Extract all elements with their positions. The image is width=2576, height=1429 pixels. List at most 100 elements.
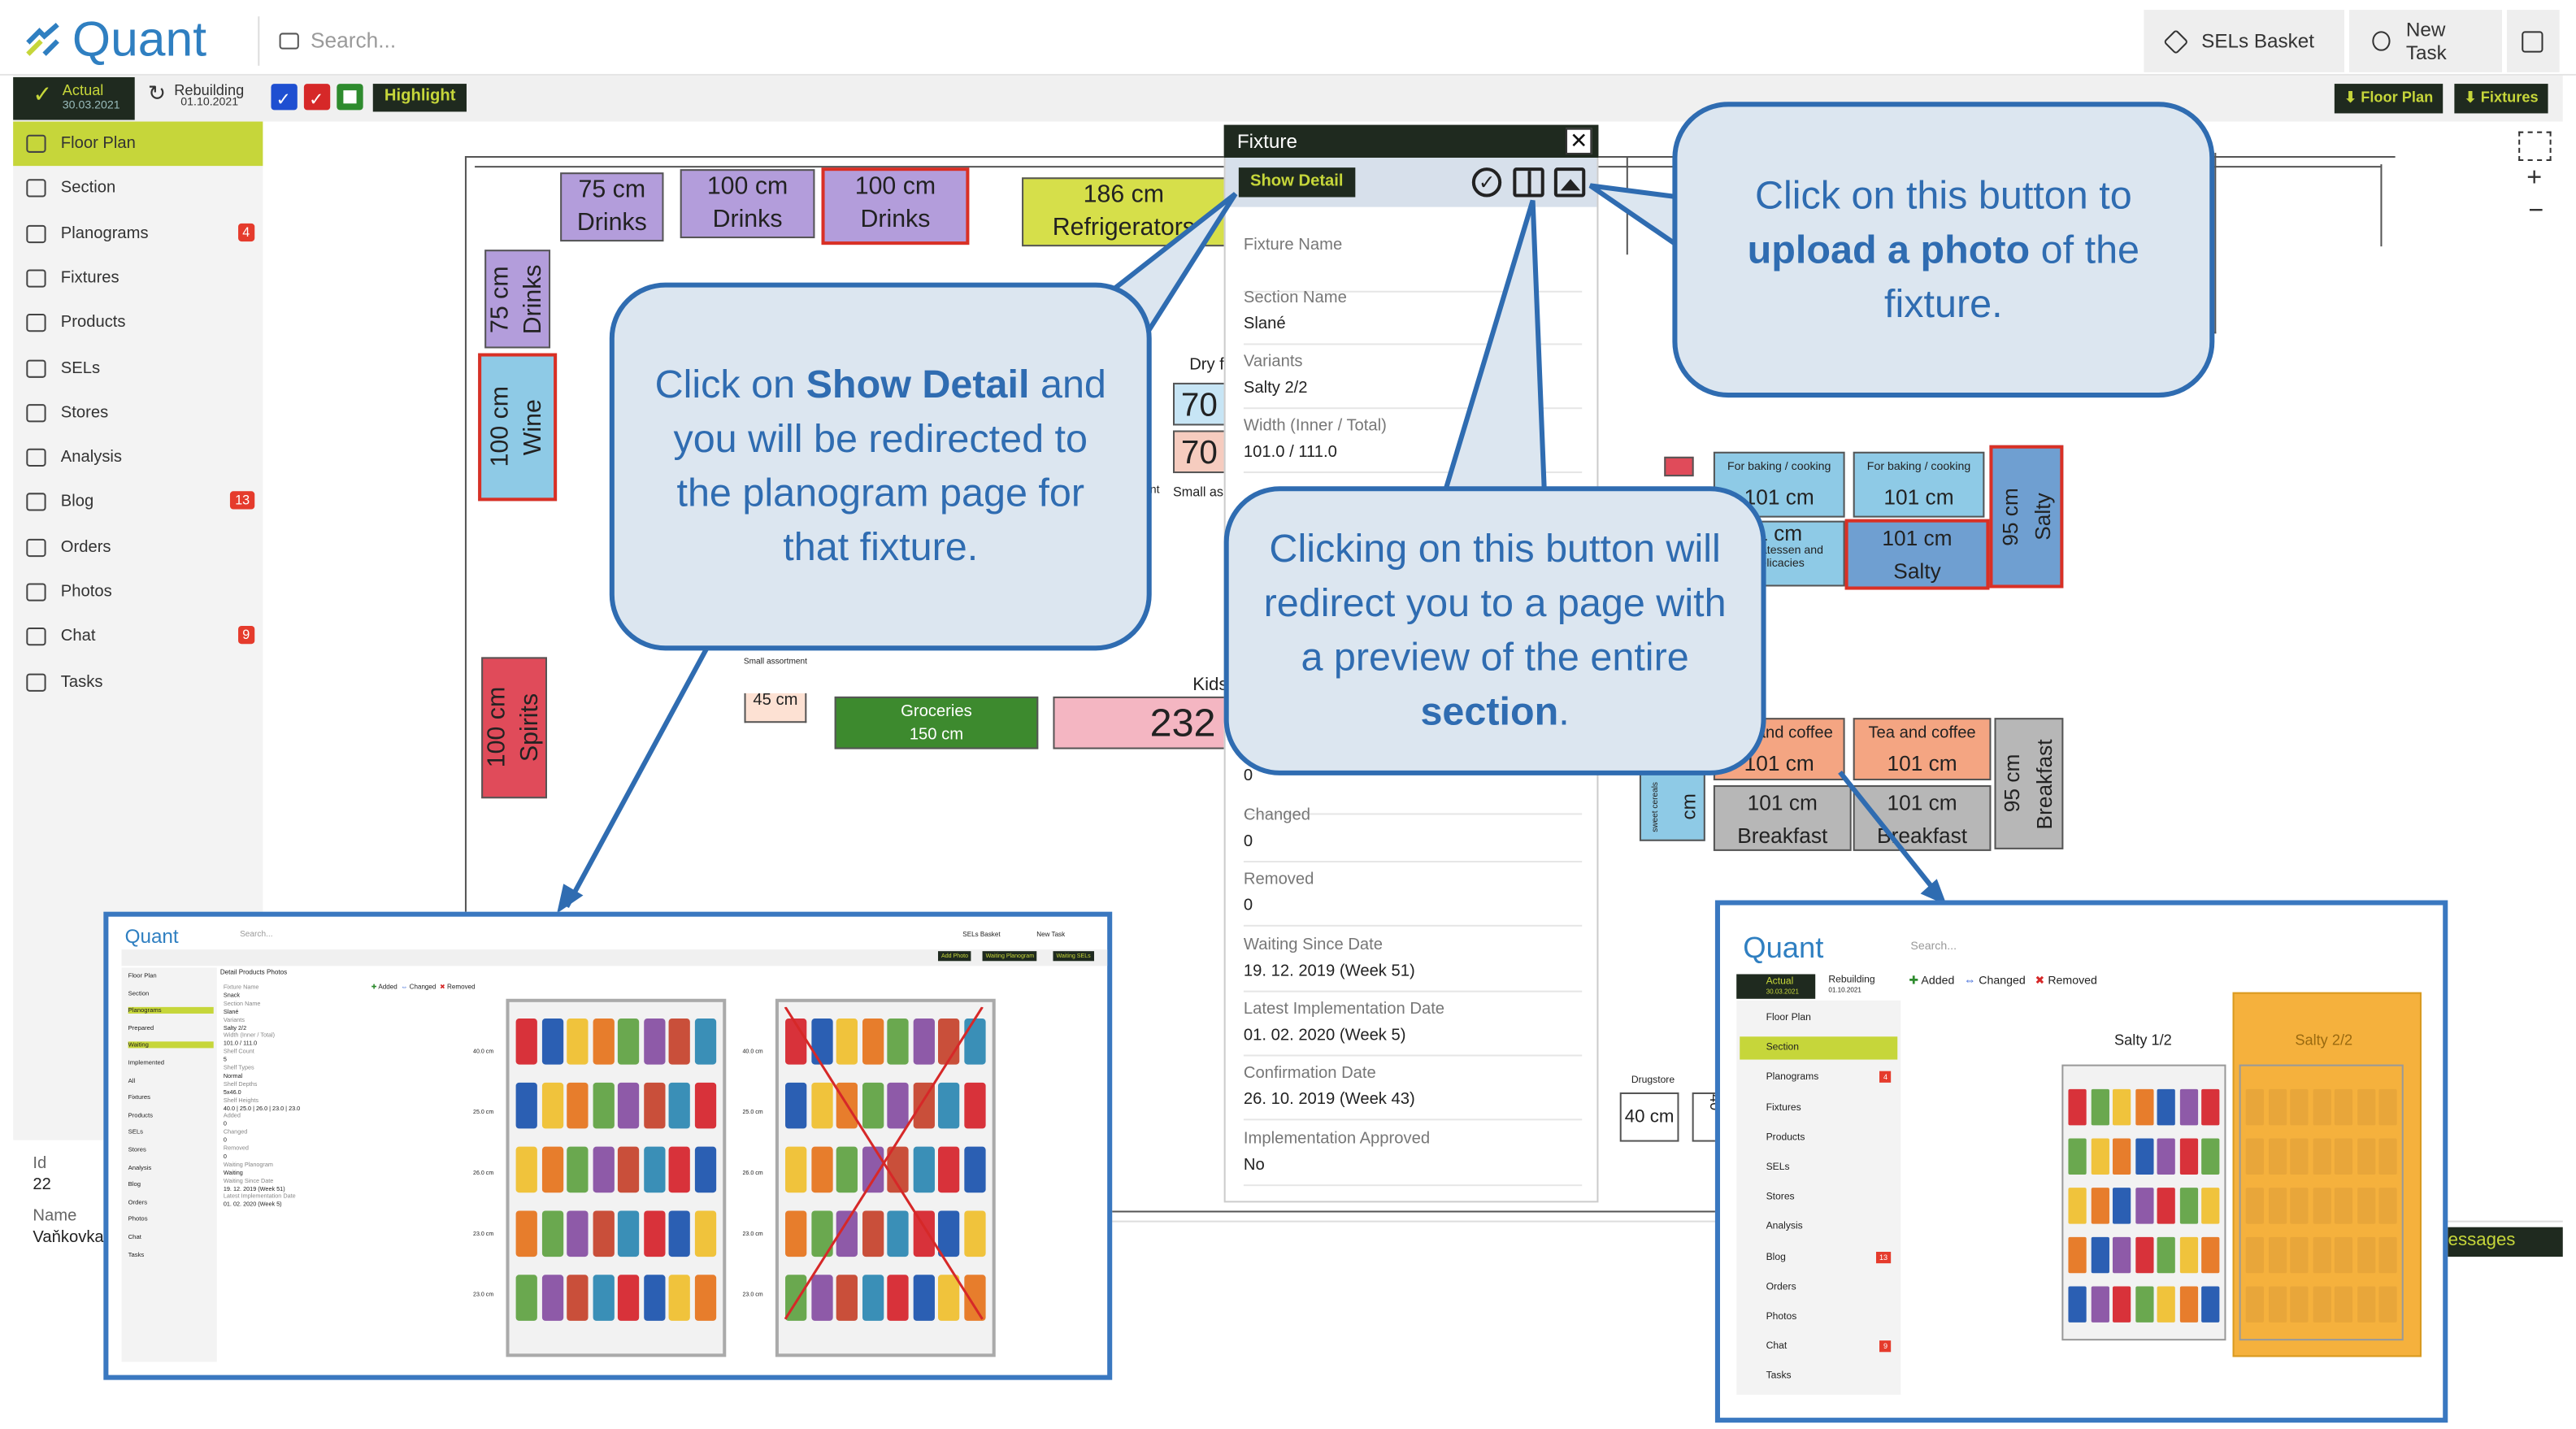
thumb-menu-label: Fixtures [1766, 1103, 1801, 1114]
thumb-waiting-sels: Waiting SELs [1053, 951, 1094, 962]
thumb-legend-item: Added [1921, 975, 1955, 988]
shelf-height-label: 26.0 cm [473, 1169, 494, 1177]
sidebar-item-fixtures[interactable]: Fixtures [13, 256, 263, 301]
show-detail-button[interactable]: Show Detail [1238, 167, 1355, 198]
callout-bold: section [1420, 689, 1559, 735]
floor-plan-canvas[interactable] [263, 122, 2563, 1223]
new-task-button[interactable]: New Task [2349, 10, 2502, 72]
product-facing [2290, 1286, 2309, 1323]
approve-icon[interactable]: ✓ [1471, 167, 1502, 198]
product-facing [2312, 1236, 2331, 1274]
thumb-detail-text: Added [223, 1113, 241, 1120]
red-filter-toggle[interactable]: ✓ [303, 84, 331, 111]
shelf-height-label: 40.0 cm [473, 1048, 494, 1055]
fixture-small-assortment[interactable]: 45 cm [744, 693, 807, 723]
fixtures-download-button[interactable]: ⬇ Fixtures [2454, 84, 2548, 114]
product-facing [617, 1082, 640, 1129]
product-facing [862, 1210, 884, 1257]
sidebar-item-products[interactable]: Products [13, 301, 263, 345]
field-label: Latest Implementation Date [1243, 1000, 1445, 1019]
product-facing [515, 1210, 537, 1257]
fixture-kids[interactable]: 232 [1053, 696, 1227, 749]
thumb-menu-item: Tasks [128, 1251, 145, 1258]
thumb-menu-label: Planograms [1766, 1073, 1819, 1084]
rebuilding-label: Rebuilding [174, 82, 245, 99]
fixture-small-red[interactable] [1664, 456, 1694, 477]
green-filter-toggle[interactable] [337, 84, 363, 111]
floor-plan-download-button[interactable]: ⬇ Floor Plan [2334, 84, 2444, 114]
shelf-height-label: 26.0 cm [742, 1169, 763, 1177]
product-facing [668, 1146, 690, 1193]
app-logo[interactable]: Quant [23, 13, 206, 69]
close-icon[interactable]: ✕ [1566, 128, 1592, 154]
sidebar-item-label: Stores [60, 403, 109, 422]
sidebar-item-photos[interactable]: Photos [13, 570, 263, 615]
sidebar-item-sels[interactable]: SELs [13, 345, 263, 390]
product-facing [912, 1146, 934, 1193]
sidebar-item-stores[interactable]: Stores [13, 391, 263, 436]
upload-photo-icon[interactable] [1553, 167, 1586, 198]
user-button[interactable] [2507, 10, 2560, 72]
thumb-menu-label: Orders [1766, 1282, 1796, 1293]
sidebar-item-tasks[interactable]: Tasks [13, 660, 263, 705]
photo-icon [26, 583, 46, 602]
blue-filter-toggle[interactable]: ✓ [271, 84, 298, 111]
fit-screen-icon[interactable] [2518, 131, 2552, 162]
fixture-drugstore[interactable]: 40 cm [1619, 1092, 1679, 1142]
product-facing [2068, 1286, 2087, 1323]
variant-2-label: Salty 2/2 [2295, 1032, 2353, 1049]
product-facing [2334, 1286, 2353, 1323]
messages-bar[interactable]: Messages [2426, 1227, 2563, 1257]
sidebar-item-floor-plan[interactable]: Floor Plan [13, 121, 263, 167]
product-facing [592, 1019, 614, 1065]
sidebar-item-section[interactable]: Section [13, 167, 263, 211]
product-facing [2090, 1236, 2109, 1274]
fixture-70-a[interactable]: 70 [1172, 382, 1226, 426]
sidebar-item-analysis[interactable]: Analysis [13, 436, 263, 480]
product-facing [810, 1019, 832, 1065]
thumb-task: New Task [1036, 929, 1066, 938]
fixture-size: 101 cm [1744, 484, 1814, 510]
sidebar-item-orders[interactable]: Orders [13, 525, 263, 570]
zoom-in-button[interactable]: + [2526, 164, 2543, 193]
product-facing [2334, 1236, 2353, 1274]
thumb-search: Search... [1910, 941, 1957, 953]
search-placeholder: Search... [310, 28, 397, 53]
section-preview-icon[interactable] [1513, 167, 1544, 198]
thumb-tabs: Detail Products Photos [220, 967, 287, 975]
store-icon [26, 403, 46, 422]
thumb-tab: Products [238, 967, 265, 976]
callout-upload-photo: Click on this button to upload a photo o… [1672, 102, 2215, 398]
search-box[interactable]: Search... [279, 28, 397, 53]
highlight-button[interactable]: Highlight [372, 84, 467, 112]
product-facing [2357, 1088, 2375, 1126]
fixture-70-b[interactable]: 70 [1172, 430, 1226, 474]
fixture-size: 101 cm [1882, 525, 1953, 551]
sidebar-item-label: SELs [60, 358, 101, 377]
sels-basket-button[interactable]: SELs Basket [2144, 10, 2344, 72]
zoom-out-button[interactable]: − [2528, 197, 2544, 225]
thumb-menu-label: Products [1766, 1133, 1805, 1144]
